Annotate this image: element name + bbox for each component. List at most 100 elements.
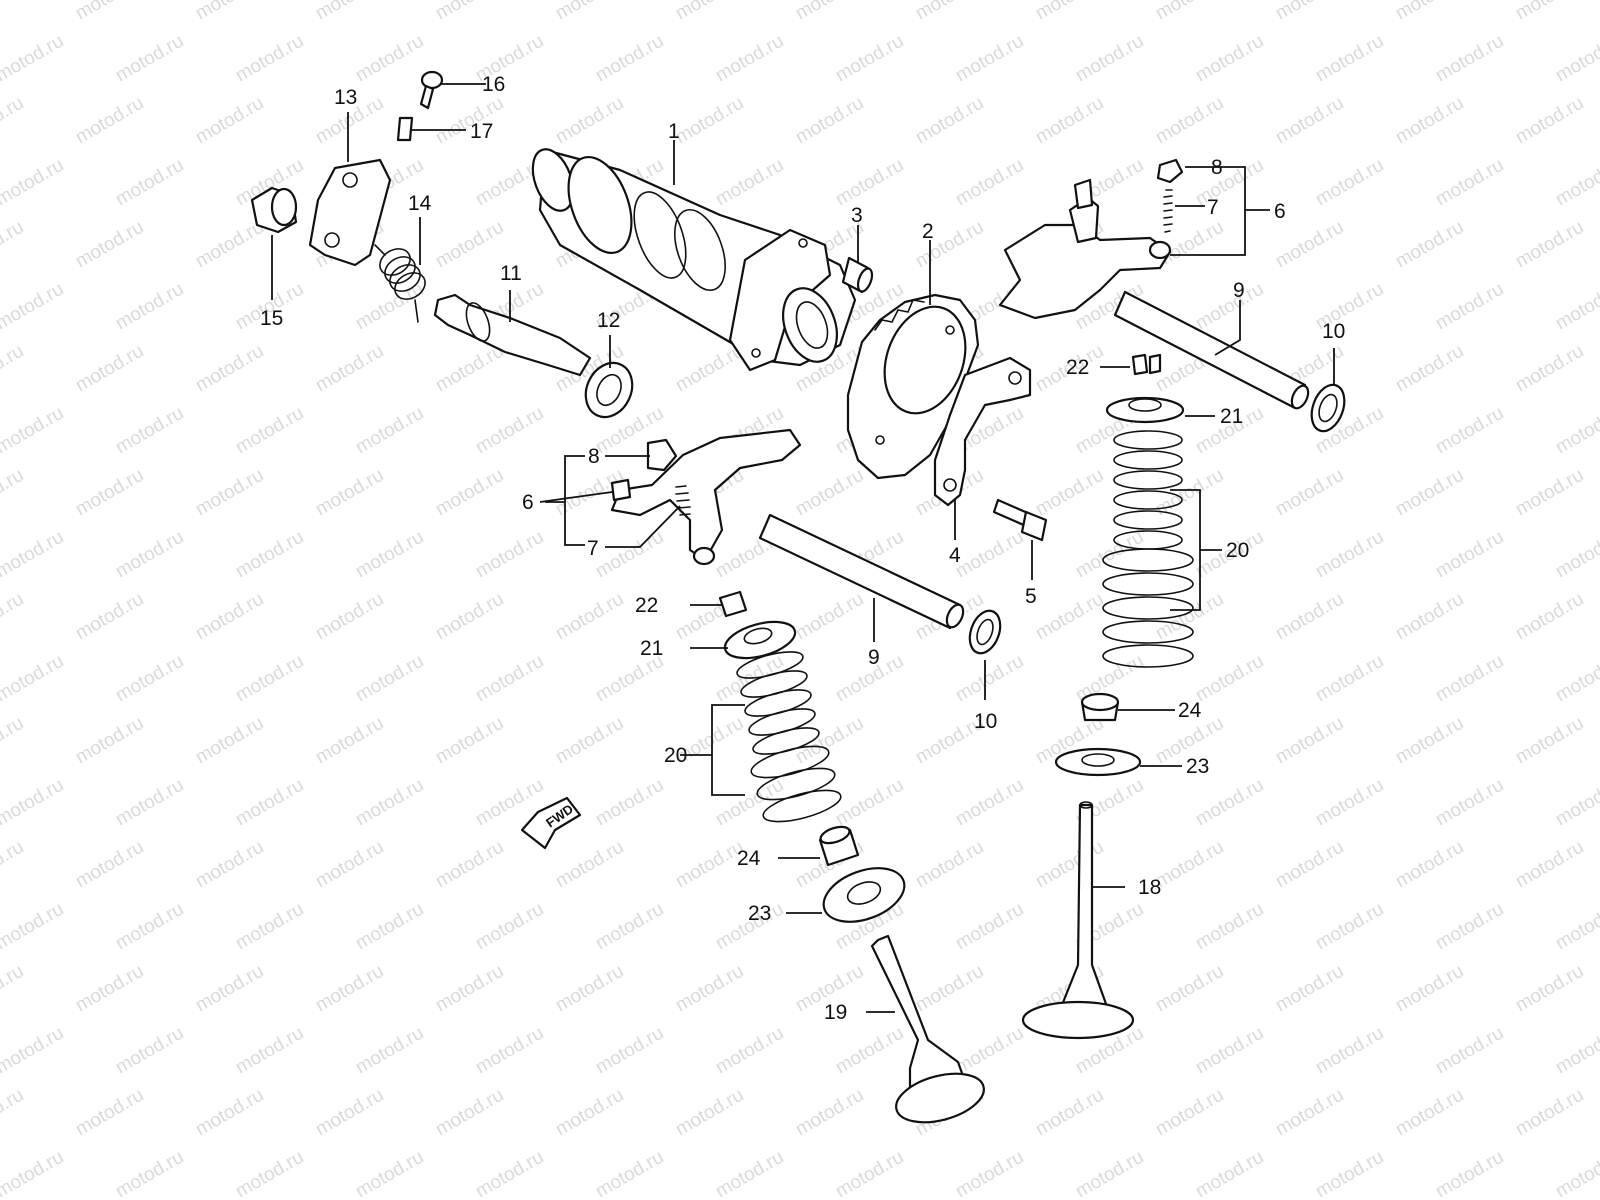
watermark-text: motod.ru	[552, 93, 627, 149]
watermark-text: motod.ru	[432, 713, 507, 769]
watermark-text: motod.ru	[1272, 713, 1347, 769]
watermark-text: motod.ru	[1272, 93, 1347, 149]
watermark-text: motod.ru	[1192, 31, 1267, 87]
watermark-text: motod.ru	[712, 155, 787, 211]
watermark-text: motod.ru	[0, 527, 67, 583]
bolt	[992, 498, 1048, 542]
watermark-text: motod.ru	[1432, 651, 1507, 707]
watermark-text: motod.ru	[352, 403, 427, 459]
watermark-text: motod.ru	[0, 465, 27, 521]
watermark-text: motod.ru	[0, 589, 27, 645]
watermark-text: motod.ru	[352, 527, 427, 583]
watermark-text: motod.ru	[1432, 1023, 1507, 1079]
watermark-text: motod.ru	[232, 775, 307, 831]
watermark-text: motod.ru	[1552, 1147, 1600, 1200]
watermark-text: motod.ru	[1032, 1085, 1107, 1141]
watermark-text: motod.ru	[0, 713, 27, 769]
watermark-text: motod.ru	[592, 1147, 667, 1200]
watermark-text: motod.ru	[112, 279, 187, 335]
watermark-text: motod.ru	[432, 837, 507, 893]
watermark-text: motod.ru	[192, 341, 267, 397]
watermark-text: motod.ru	[1512, 217, 1587, 273]
watermark-text: motod.ru	[592, 775, 667, 831]
watermark-text: motod.ru	[952, 155, 1027, 211]
watermark-text: motod.ru	[72, 0, 147, 24]
callout-10-upper: 10	[1322, 320, 1345, 343]
watermark-text: motod.ru	[192, 465, 267, 521]
watermark-text: motod.ru	[1432, 403, 1507, 459]
watermark-text: motod.ru	[1152, 961, 1227, 1017]
watermark-text: motod.ru	[1392, 465, 1467, 521]
watermark-text: motod.ru	[912, 93, 987, 149]
callout-23-upper: 23	[1186, 755, 1209, 778]
watermark-text: motod.ru	[232, 527, 307, 583]
watermark-text: motod.ru	[1512, 341, 1587, 397]
callout-23-lower: 23	[748, 902, 771, 925]
spring-seat-lower	[822, 867, 906, 923]
watermark-text: motod.ru	[792, 465, 867, 521]
watermark-text: motod.ru	[1272, 837, 1347, 893]
watermark-text: motod.ru	[72, 837, 147, 893]
callout-2: 2	[922, 220, 934, 243]
valve-cotter-upper	[1131, 353, 1162, 376]
watermark-text: motod.ru	[1072, 1147, 1147, 1200]
exhaust-valve	[870, 934, 985, 1124]
watermark-text: motod.ru	[552, 589, 627, 645]
callout-5: 5	[1025, 585, 1037, 608]
watermark-text: motod.ru	[672, 0, 747, 24]
watermark-text: motod.ru	[1312, 31, 1387, 87]
watermark-text: motod.ru	[112, 403, 187, 459]
watermark-text: motod.ru	[672, 961, 747, 1017]
callout-13: 13	[334, 86, 357, 109]
spring-seat-upper	[1054, 747, 1142, 777]
intake-valve	[1021, 801, 1135, 1040]
watermark-text: motod.ru	[112, 31, 187, 87]
watermark-text: motod.ru	[592, 527, 667, 583]
callout-1: 1	[668, 120, 680, 143]
watermark-text: motod.ru	[712, 1147, 787, 1200]
watermark-text: motod.ru	[1432, 899, 1507, 955]
watermark-text: motod.ru	[792, 0, 867, 24]
watermark-text: motod.ru	[232, 1023, 307, 1079]
watermark-text: motod.ru	[112, 775, 187, 831]
watermark-text: motod.ru	[1032, 837, 1107, 893]
callout-9-upper: 9	[1233, 279, 1245, 302]
watermark-text: motod.ru	[1392, 589, 1467, 645]
watermark-text: motod.ru	[1272, 465, 1347, 521]
watermark-text: motod.ru	[312, 0, 387, 24]
callout-8-upper: 8	[1211, 156, 1223, 179]
watermark-text: motod.ru	[1552, 1023, 1600, 1079]
watermark-text: motod.ru	[1192, 651, 1267, 707]
callout-22-upper: 22	[1066, 356, 1089, 379]
cam-sprocket	[846, 293, 980, 480]
watermark-text: motod.ru	[1552, 651, 1600, 707]
callout-11: 11	[500, 262, 522, 285]
watermark-text: motod.ru	[112, 155, 187, 211]
watermark-text: motod.ru	[0, 31, 67, 87]
callout-21-upper: 21	[1220, 405, 1243, 428]
callout-21-lower: 21	[640, 637, 663, 660]
watermark-text: motod.ru	[952, 651, 1027, 707]
watermark-text: motod.ru	[432, 465, 507, 521]
watermark-text: motod.ru	[712, 1023, 787, 1079]
watermark-text: motod.ru	[192, 713, 267, 769]
watermark-text: motod.ru	[312, 961, 387, 1017]
watermark-text: motod.ru	[312, 713, 387, 769]
watermark-text: motod.ru	[352, 651, 427, 707]
callout-24-upper: 24	[1178, 699, 1202, 722]
watermark-text: motod.ru	[232, 31, 307, 87]
watermark-text: motod.ru	[792, 589, 867, 645]
watermark-text: motod.ru	[552, 961, 627, 1017]
watermark-text: motod.ru	[1392, 837, 1467, 893]
watermark-text: motod.ru	[432, 589, 507, 645]
watermark-text: motod.ru	[192, 0, 267, 24]
watermark-text: motod.ru	[1432, 31, 1507, 87]
watermark-text: motod.ru	[0, 651, 67, 707]
watermark-text: motod.ru	[72, 217, 147, 273]
cap-nut	[250, 186, 298, 234]
watermark-text: motod.ru	[352, 775, 427, 831]
watermark-text: motod.ru	[472, 899, 547, 955]
watermark-text: motod.ru	[312, 589, 387, 645]
